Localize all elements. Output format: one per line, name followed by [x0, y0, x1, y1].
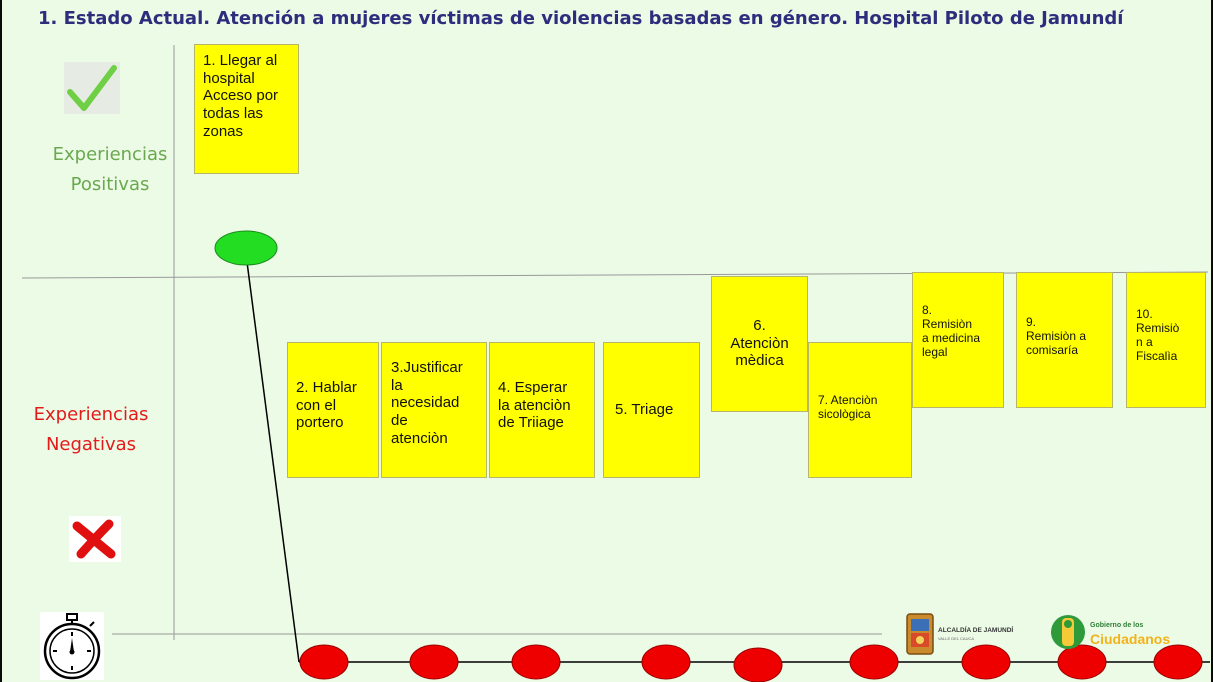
step-note-3: 3.Justificar la necesidad de atenciòn [381, 342, 487, 478]
step-note-9: 9. Remisiòn a comisaría [1016, 272, 1113, 408]
negative-marker-step-2 [299, 644, 349, 680]
positive-label-text: Experiencias Positivas [52, 144, 168, 195]
negative-marker-step-8 [961, 644, 1011, 680]
step-note-text: 10. Remisiò n a Fiscalìa [1136, 307, 1180, 364]
gobierno-logo-small: Gobierno de los [1090, 622, 1144, 629]
step-note-text: 5. Triage [615, 401, 674, 418]
neutral-line [21, 271, 1209, 279]
positive-experiences-label: Experiencias Positivas [40, 140, 180, 200]
step-note-1: 1. Llegar al hospital Acceso por todas l… [194, 44, 299, 174]
checkmark-icon [64, 62, 120, 114]
step-note-text: 7. Atenciòn sicològica [818, 393, 878, 422]
alcaldia-logo-title: ALCALDÍA DE JAMUNDÍ [938, 627, 1014, 634]
gobierno-logo-big: Ciudadanos [1090, 631, 1171, 647]
gobierno-ciudadanos-logo: Gobierno de los Ciudadanos [1050, 612, 1190, 656]
step-note-10: 10. Remisiò n a Fiscalìa [1126, 272, 1206, 408]
negative-marker-step-5 [641, 644, 691, 680]
step-note-text: 2. Hablar con el portero [296, 379, 357, 432]
positive-marker-step-1 [214, 230, 278, 266]
step-note-text: 3.Justificar la necesidad de atenciòn [391, 359, 463, 447]
negative-marker-step-4 [511, 644, 561, 680]
slide-title: 1. Estado Actual. Atención a mujeres víc… [38, 8, 1124, 29]
step-note-6: 6. Atenciòn mèdica [711, 276, 808, 412]
coat-of-arms-icon [906, 613, 934, 655]
negative-marker-step-6 [733, 647, 783, 682]
step-note-2: 2. Hablar con el portero [287, 342, 379, 478]
negative-label-text: Experiencias Negativas [33, 404, 149, 455]
stopwatch-icon [40, 612, 104, 680]
negative-marker-step-7 [849, 644, 899, 680]
negative-experiences-label: Experiencias Negativas [16, 400, 166, 460]
step-note-5: 5. Triage [603, 342, 700, 478]
negative-marker-step-10 [1153, 644, 1203, 680]
step-note-text: 8. Remisiòn a medicina legal [922, 303, 981, 360]
journey-path-drop [246, 261, 300, 663]
step-note-text: 1. Llegar al hospital Acceso por todas l… [203, 52, 279, 140]
negative-marker-step-9 [1057, 644, 1107, 680]
step-note-text: 4. Esperar la atenciòn de Triiage [498, 379, 571, 432]
step-note-text: 6. Atenciòn mèdica [730, 317, 789, 370]
alcaldia-jamundi-logo: ALCALDÍA DE JAMUNDÍ VALLE DEL CAUCA [906, 613, 1026, 657]
step-note-4: 4. Esperar la atenciòn de Triiage [489, 342, 595, 478]
alcaldia-logo-subtitle: VALLE DEL CAUCA [938, 636, 975, 641]
x-mark-icon [69, 516, 121, 562]
step-note-8: 8. Remisiòn a medicina legal [912, 272, 1004, 408]
gobierno-emblem-icon [1051, 615, 1085, 649]
step-note-text: 9. Remisiòn a comisaría [1026, 315, 1087, 358]
step-note-7: 7. Atenciòn sicològica [808, 342, 912, 478]
negative-marker-step-3 [409, 644, 459, 680]
